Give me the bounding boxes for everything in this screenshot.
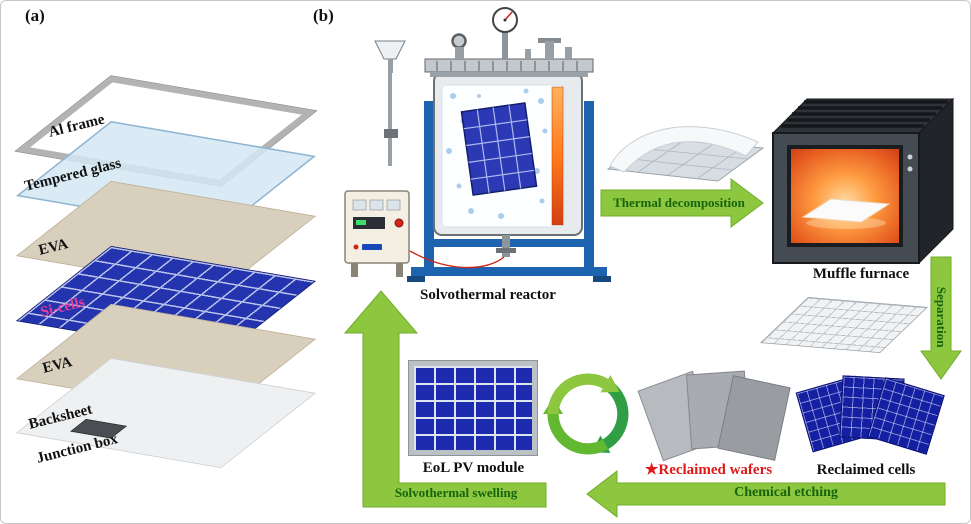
panel-a-label: (a)	[25, 6, 45, 25]
reclaimed-wafers-label: ★Reclaimed wafers	[644, 462, 773, 478]
panel-b-label: (b)	[313, 6, 334, 25]
reclaimed-cells-label: Reclaimed cells	[816, 462, 916, 478]
power-cable	[409, 250, 505, 269]
reclaimed-wafers-illustration	[637, 370, 791, 462]
reactor-lid	[424, 58, 594, 77]
furnace-vents	[781, 100, 948, 128]
solvothermal-swelling-label: Solvothermal swelling	[394, 485, 518, 500]
separation-label: Separation	[934, 286, 950, 348]
heater-strip	[551, 86, 564, 226]
thermal-decomposition-label: Thermal decomposition	[613, 195, 745, 210]
sheet-in-furnace	[801, 198, 891, 223]
separation-arrow	[920, 256, 962, 380]
reactor-label: Solvothermal reactor	[420, 287, 556, 303]
feed-funnel-icon	[374, 40, 406, 166]
chemical-etching-arrow	[586, 469, 946, 519]
control-box	[344, 190, 410, 277]
bubbles	[446, 88, 548, 219]
eol-pv-module	[408, 360, 538, 456]
pressure-gauge-icon	[492, 7, 518, 59]
recycle-icon	[543, 373, 629, 455]
red-button-icon	[394, 218, 404, 228]
star-icon: ★	[644, 462, 659, 478]
furnace-opening	[787, 145, 903, 247]
solvothermal-reactor-illustration	[374, 7, 611, 282]
solvothermal-swelling-arrow	[343, 290, 547, 508]
muffle-furnace-illustration	[771, 97, 955, 265]
peeling-backsheet-illustration	[606, 126, 765, 182]
drain-pipe	[502, 235, 510, 257]
eol-pv-module-label: EoL PV module	[422, 460, 525, 476]
valve-icons	[451, 33, 572, 59]
chemical-etching-label: Chemical etching	[734, 485, 838, 500]
submerged-pv-module	[460, 102, 538, 196]
thermal-decomposition-arrow	[600, 178, 764, 228]
reactor-vessel	[433, 72, 583, 257]
muffle-furnace-label: Muffle furnace	[812, 266, 910, 282]
